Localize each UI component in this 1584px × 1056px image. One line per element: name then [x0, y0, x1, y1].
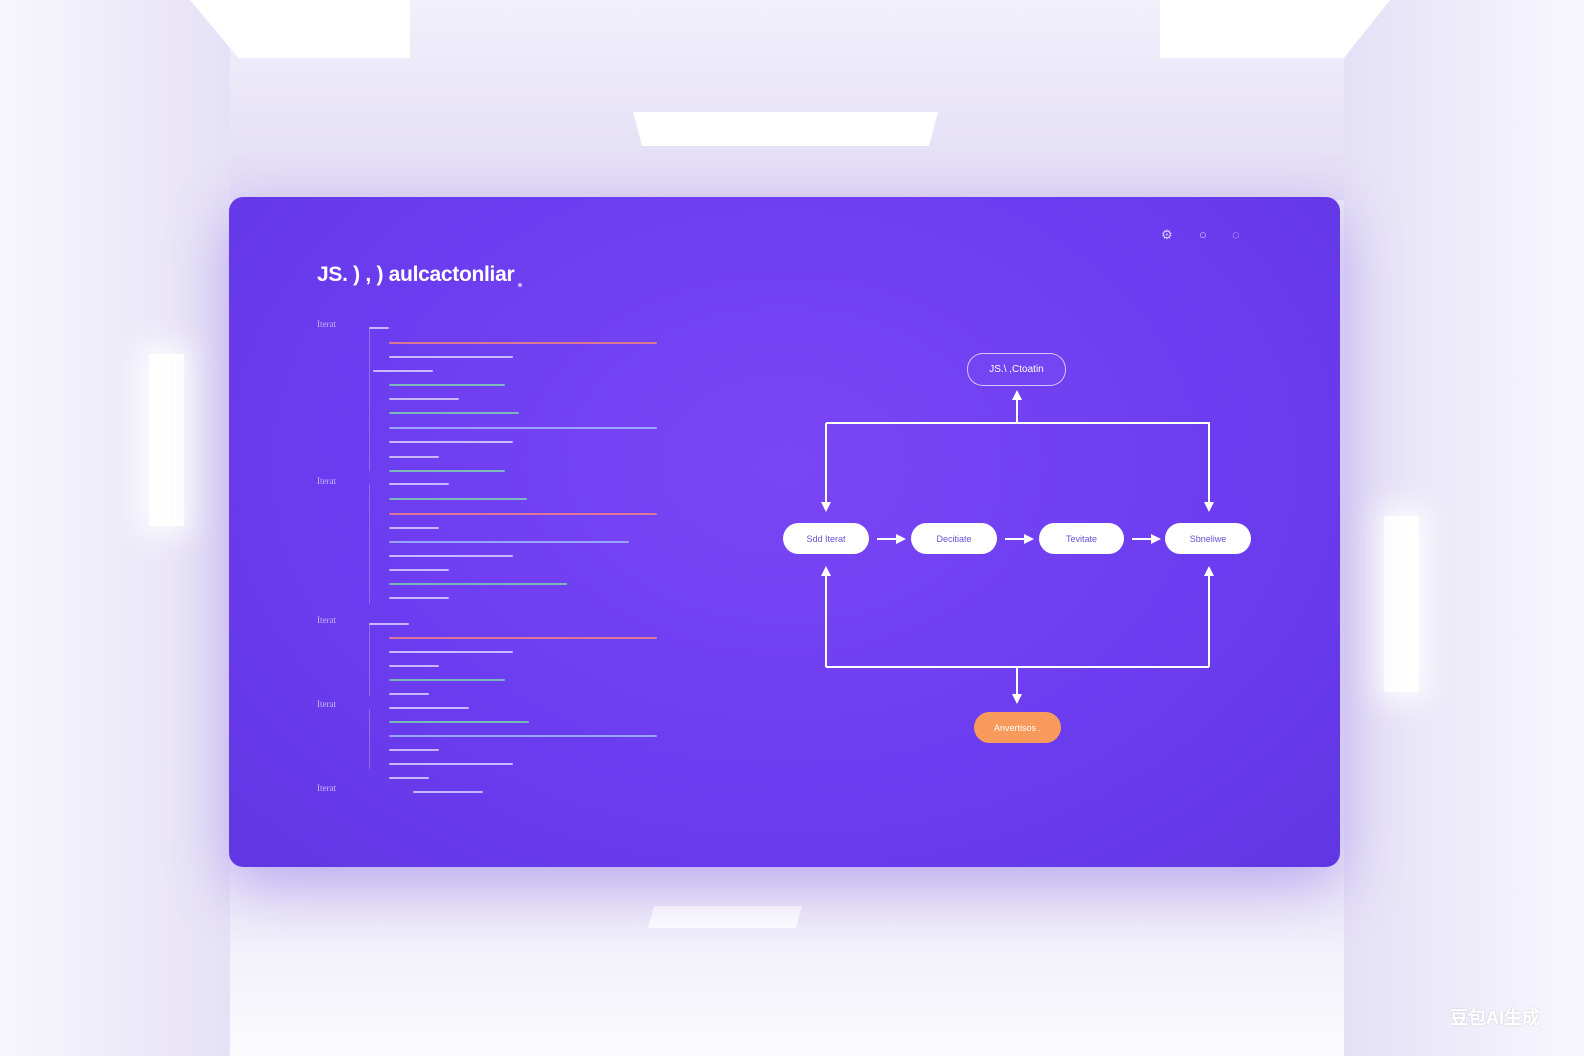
- circle-icon[interactable]: ○: [1199, 227, 1207, 242]
- flow-node-label: Decitiate: [936, 533, 972, 544]
- code-line: [389, 412, 519, 414]
- code-line: [389, 777, 429, 779]
- code-label: Iterat: [317, 319, 336, 329]
- code-line: [389, 707, 469, 709]
- floor: [0, 866, 1584, 1056]
- ceiling-light: [1160, 0, 1390, 58]
- title-dot: [518, 283, 523, 287]
- screen-title-text: JS. ) , ) aulcactonliar: [317, 263, 515, 286]
- code-label: Iterat: [317, 615, 336, 625]
- code-block: Iterat Iterat Iterat Iterat Iterat: [317, 319, 737, 799]
- floor-light: [648, 906, 802, 928]
- code-line: [389, 721, 529, 723]
- wall-light: [149, 354, 184, 526]
- flow-node-top[interactable]: JS.\ ,Ctoatin: [967, 353, 1066, 386]
- refresh-icon[interactable]: ◌: [1232, 227, 1240, 242]
- code-line: [389, 749, 439, 751]
- code-line: [389, 541, 629, 543]
- watermark: 豆包AI生成: [1450, 1008, 1540, 1028]
- code-line: [389, 583, 567, 585]
- code-line: [369, 327, 389, 329]
- code-line: [389, 384, 505, 386]
- code-line: [389, 513, 657, 515]
- settings-icon[interactable]: ⚙: [1161, 227, 1173, 242]
- code-line: [389, 569, 449, 571]
- flow-node-label: Anvertisos .: [993, 722, 1042, 733]
- code-line: [389, 555, 513, 557]
- code-line: [389, 735, 657, 737]
- flow-node-label: Sbneliwe: [1189, 533, 1227, 544]
- code-line: [389, 441, 513, 443]
- code-line: [373, 370, 433, 372]
- wall-light: [1384, 516, 1419, 692]
- presentation-screen: JS. ) , ) aulcactonliar ⚙ ○ ◌ Iterat Ite…: [229, 197, 1340, 867]
- code-line: [389, 483, 449, 485]
- code-line: [389, 456, 439, 458]
- code-label: Iterat: [317, 783, 336, 793]
- code-line: [389, 427, 657, 429]
- code-label: Iterat: [317, 699, 336, 709]
- right-wall: [1344, 0, 1584, 1056]
- flow-diagram: [821, 390, 1214, 704]
- code-gutter: [369, 709, 370, 769]
- flow-node-label: JS.\ ,Ctoatin: [989, 364, 1044, 375]
- code-line: [389, 665, 439, 667]
- code-line: [389, 342, 657, 344]
- code-line: [389, 498, 527, 500]
- code-line: [389, 470, 505, 472]
- code-line: [389, 763, 513, 765]
- screen-title: JS. ) , ) aulcactonliar: [317, 263, 523, 287]
- code-line: [369, 623, 409, 625]
- code-line: [389, 356, 513, 358]
- code-line: [389, 637, 657, 639]
- flow-node[interactable]: Tevitate: [1039, 523, 1124, 554]
- flow-output-node[interactable]: Anvertisos .: [974, 712, 1061, 743]
- ceiling-light: [633, 112, 938, 146]
- code-line: [389, 693, 429, 695]
- flow-connector: [826, 422, 1214, 512]
- code-line: [389, 651, 513, 653]
- flow-node[interactable]: Decitiate: [911, 523, 997, 554]
- code-gutter: [369, 624, 370, 696]
- flow-node[interactable]: Sdd Iterat: [783, 523, 869, 554]
- flow-node[interactable]: Sbneliwe: [1165, 523, 1251, 554]
- code-gutter: [369, 329, 370, 471]
- code-gutter: [369, 484, 370, 604]
- flow-node-label: Tevitate: [1065, 533, 1098, 544]
- code-line: [389, 679, 505, 681]
- code-line: [389, 597, 449, 599]
- flow-node-label: Sdd Iterat: [806, 533, 846, 544]
- code-line: [413, 791, 483, 793]
- code-line: [389, 527, 439, 529]
- code-label: Iterat: [317, 476, 336, 486]
- code-line: [389, 398, 459, 400]
- left-wall: [0, 0, 230, 1056]
